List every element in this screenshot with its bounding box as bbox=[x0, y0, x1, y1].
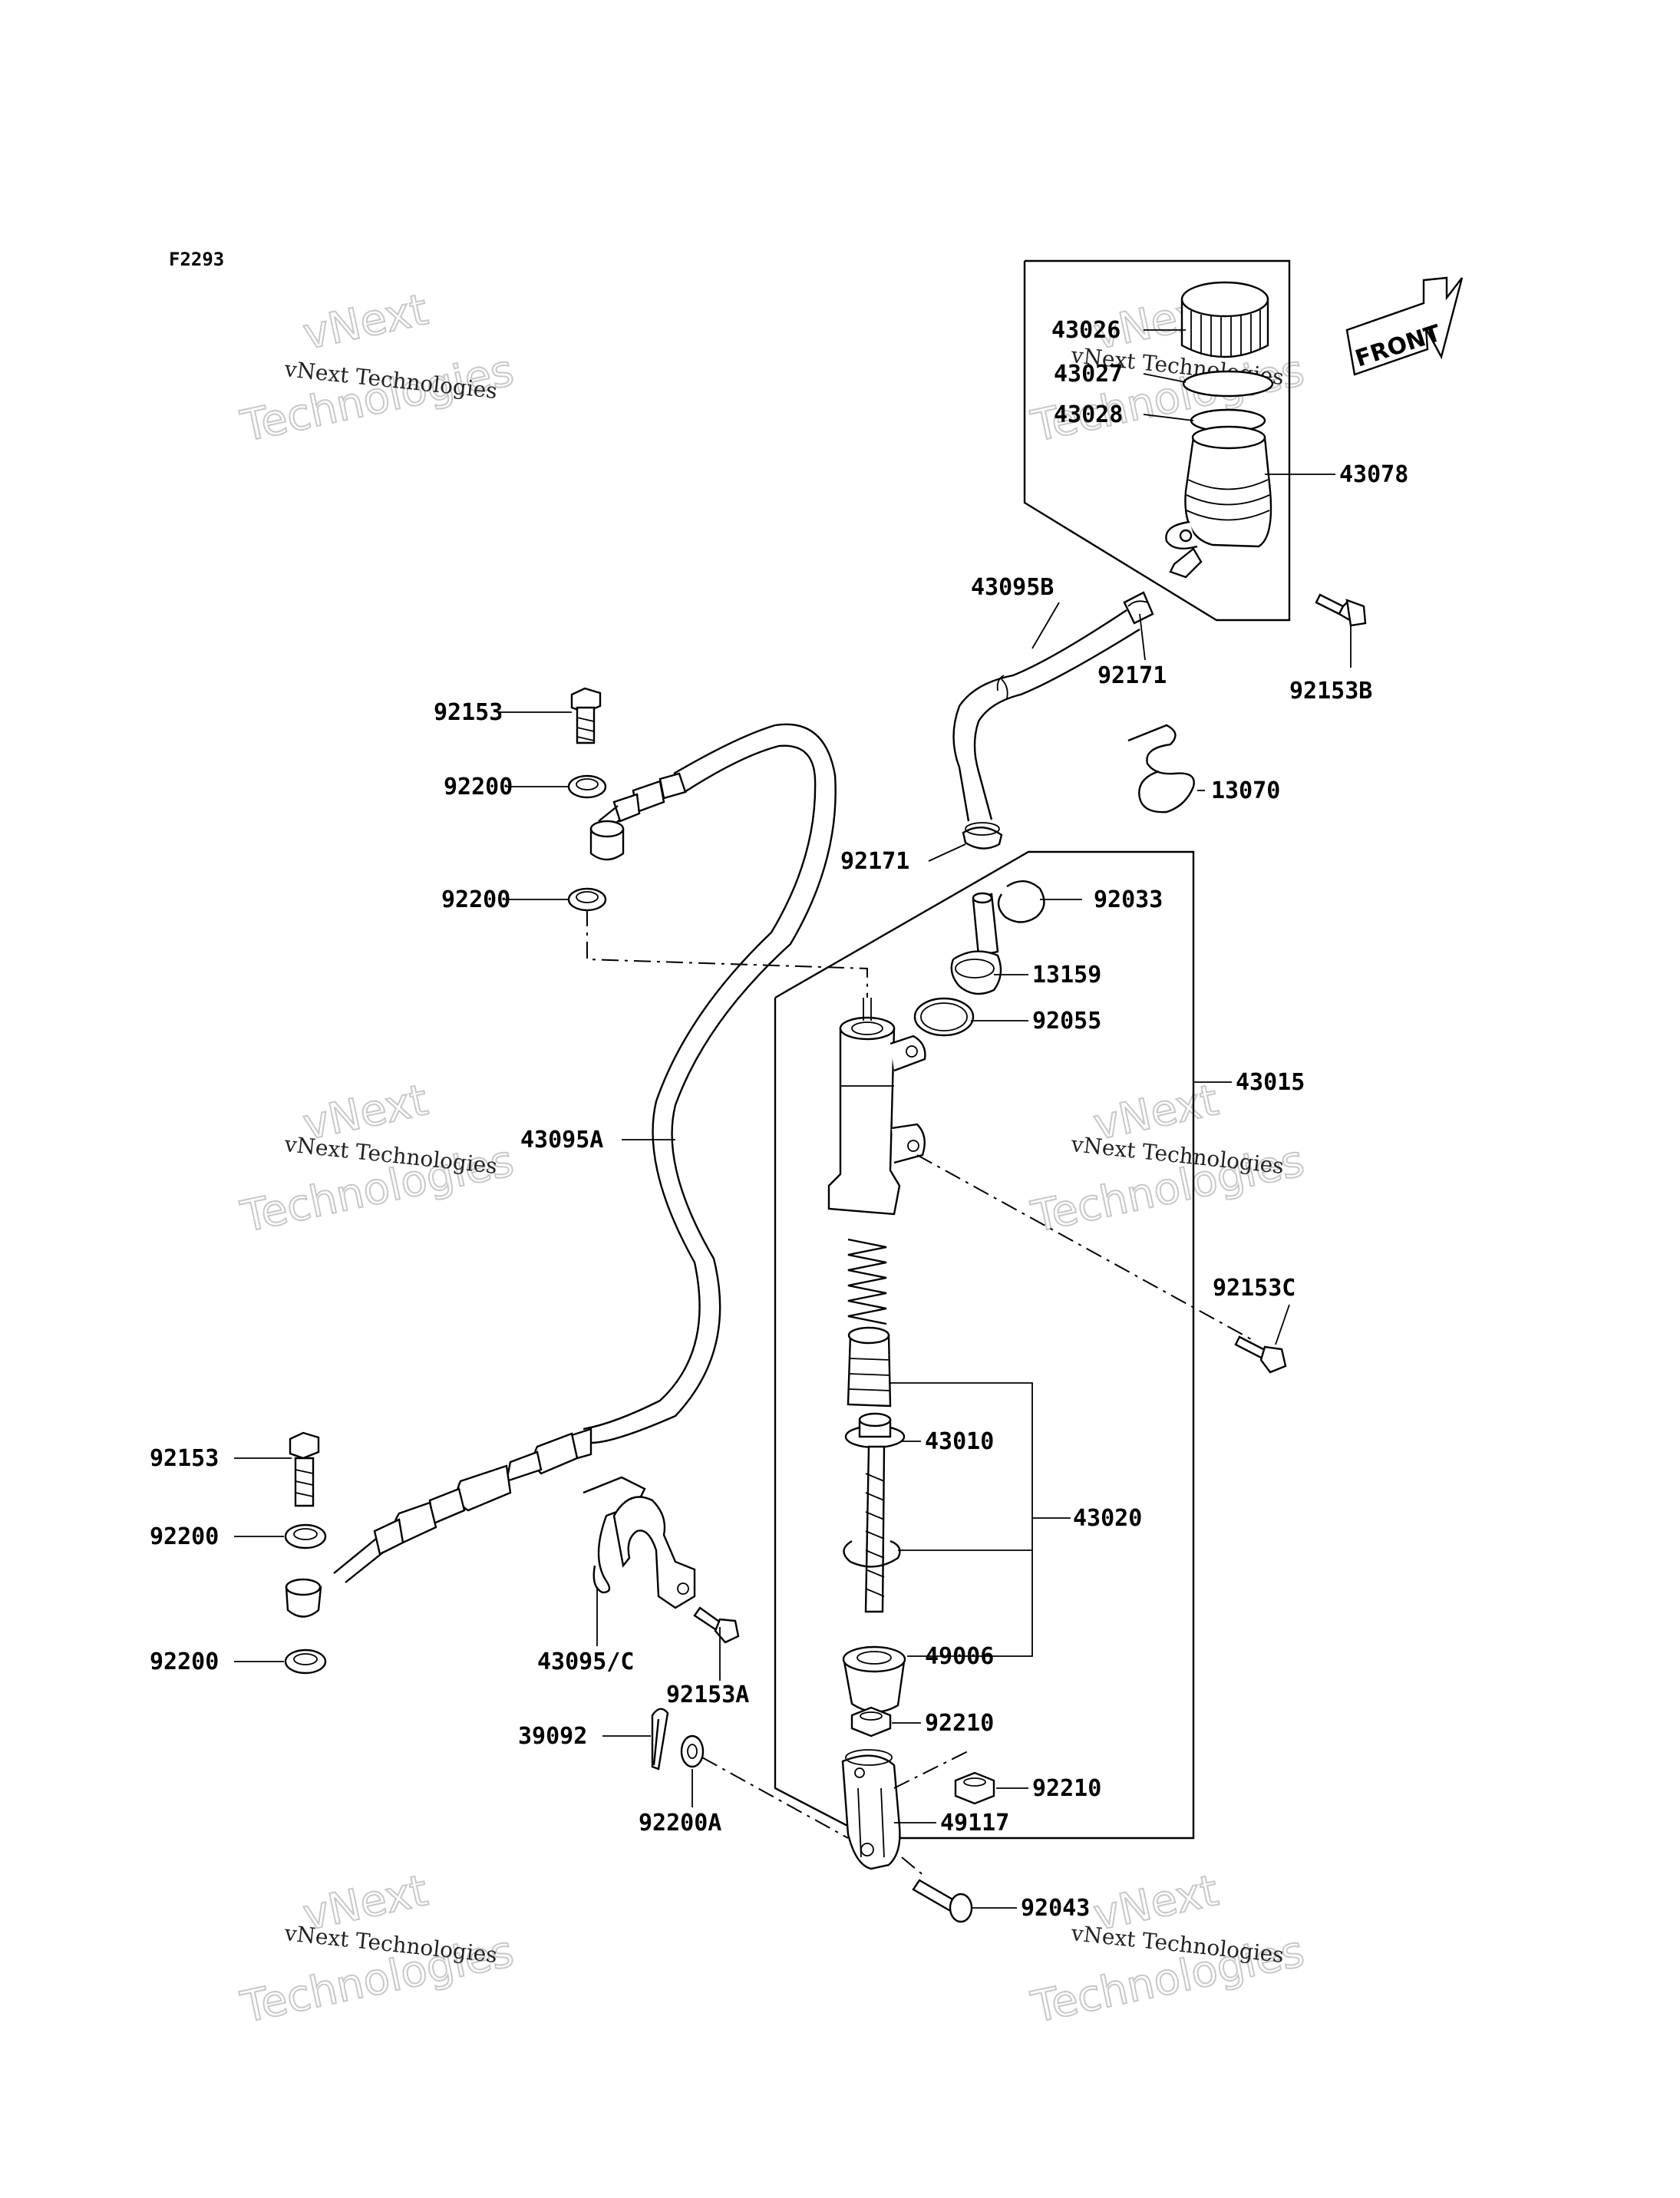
watermark-big-line1: vNext bbox=[299, 285, 432, 360]
hose-clamp-upper-icon bbox=[1123, 591, 1154, 625]
brake-hose-43095A-icon bbox=[285, 723, 837, 1618]
reservoir-assembly-outline bbox=[1023, 259, 1291, 622]
dust-boot-49006-icon bbox=[842, 1645, 906, 1713]
clip-13070-icon bbox=[1127, 724, 1195, 814]
part-label-43095A: 43095A bbox=[520, 1127, 603, 1153]
part-label-43078: 43078 bbox=[1339, 461, 1408, 488]
part-label-43028: 43028 bbox=[1054, 401, 1123, 428]
part-label-39092: 39092 bbox=[518, 1723, 587, 1750]
clevis-49117-icon bbox=[841, 1749, 901, 1870]
watermark-mid-left: vNext Technologies vNext Technologies bbox=[236, 1074, 518, 1243]
hose-fitting-13159-icon bbox=[950, 892, 1002, 995]
watermark: vNext Technologies vNext Technologies vN… bbox=[236, 284, 1309, 2034]
part-label-43015: 43015 bbox=[1236, 1069, 1305, 1096]
nut-92210-outer-icon bbox=[954, 1771, 995, 1805]
reservoir-body-icon bbox=[1165, 425, 1272, 579]
washer-lower-2-icon bbox=[284, 1648, 327, 1675]
part-label-49117: 49117 bbox=[940, 1810, 1009, 1837]
diaphragm-plate-icon bbox=[1182, 370, 1274, 398]
cotter-pin-39092-icon bbox=[651, 1708, 669, 1771]
part-label-92153A: 92153A bbox=[666, 1682, 749, 1708]
part-label-43095B: 43095B bbox=[971, 574, 1054, 601]
part-label-92033: 92033 bbox=[1094, 886, 1163, 913]
part-label-92171-lower: 92171 bbox=[840, 848, 909, 875]
part-label-43020: 43020 bbox=[1073, 1505, 1142, 1532]
o-ring-92055-icon bbox=[913, 997, 975, 1037]
nut-92210-inner-icon bbox=[850, 1706, 892, 1738]
washer-92200A-icon bbox=[680, 1734, 705, 1768]
alignment-line-hose bbox=[586, 909, 868, 998]
part-label-49006: 49006 bbox=[925, 1643, 994, 1670]
part-label-92200-lower-2: 92200 bbox=[150, 1648, 219, 1675]
reservoir-cap-icon bbox=[1180, 281, 1269, 358]
piston-icon bbox=[847, 1326, 892, 1408]
part-label-43095C: 43095/C bbox=[537, 1648, 634, 1675]
part-label-92153C: 92153C bbox=[1213, 1275, 1295, 1302]
part-label-13159: 13159 bbox=[1032, 962, 1101, 988]
part-label-92210-outer: 92210 bbox=[1032, 1775, 1101, 1802]
circlip-92033-icon bbox=[997, 880, 1045, 923]
pin-92043-icon bbox=[912, 1879, 973, 1923]
part-label-92200-upper-1: 92200 bbox=[444, 774, 513, 800]
washer-lower-1-icon bbox=[284, 1523, 327, 1549]
part-label-92153-lower: 92153 bbox=[150, 1445, 219, 1472]
bolt-92153C-icon bbox=[1234, 1335, 1287, 1374]
banjo-bolt-lower-icon bbox=[289, 1431, 320, 1507]
part-label-92043: 92043 bbox=[1021, 1895, 1090, 1922]
part-label-43026: 43026 bbox=[1051, 317, 1121, 344]
master-cylinder-assembly-outline bbox=[774, 850, 1195, 1840]
front-arrow-icon: FRONT bbox=[1345, 276, 1464, 376]
part-label-92200A: 92200A bbox=[639, 1810, 721, 1837]
spring-icon bbox=[847, 1238, 887, 1325]
master-cylinder-body-icon bbox=[827, 998, 926, 1216]
watermark-top-left: vNext Technologies vNext Technologies bbox=[236, 284, 518, 453]
reservoir-hose-43095B-icon bbox=[952, 609, 1140, 822]
pushrod-43010-icon bbox=[844, 1412, 906, 1613]
part-label-92153-upper: 92153 bbox=[434, 699, 503, 726]
alignment-line-clevis bbox=[901, 1856, 926, 1877]
part-label-92200-lower-1: 92200 bbox=[150, 1523, 219, 1550]
part-label-92210-inner: 92210 bbox=[925, 1710, 994, 1737]
alignment-line-pin bbox=[701, 1757, 849, 1839]
hose-clamp-lower-icon bbox=[962, 822, 1003, 850]
part-labels: 43026 43027 43028 43078 43095B 92171 921… bbox=[150, 317, 1408, 1922]
watermark-mid-right: vNext Technologies vNext Technologies bbox=[1026, 1074, 1309, 1243]
part-label-92200-upper-2: 92200 bbox=[441, 886, 510, 913]
bolt-92153A-icon bbox=[693, 1606, 740, 1644]
leader-lines bbox=[234, 329, 1352, 1909]
part-label-92055: 92055 bbox=[1032, 1008, 1101, 1035]
washer-upper-1-icon bbox=[567, 774, 607, 799]
alignment-line-nut bbox=[893, 1749, 972, 1789]
banjo-bolt-upper-icon bbox=[570, 687, 602, 744]
part-label-92171-upper: 92171 bbox=[1097, 662, 1167, 689]
watermark-bottom-left: vNext Technologies vNext Technologies bbox=[236, 1865, 518, 2034]
bolt-92153B-icon bbox=[1315, 593, 1367, 627]
part-label-13070: 13070 bbox=[1211, 777, 1280, 804]
figure-code: F2293 bbox=[169, 249, 224, 270]
part-label-43027: 43027 bbox=[1054, 361, 1123, 388]
hose-clamp-43095C-icon bbox=[583, 1476, 696, 1609]
washer-upper-2-icon bbox=[567, 887, 607, 912]
watermark-bottom-right: vNext Technologies vNext Technologies bbox=[1026, 1865, 1309, 2034]
part-label-92153B: 92153B bbox=[1289, 678, 1372, 705]
part-label-43010: 43010 bbox=[925, 1428, 994, 1455]
rod-circlip-icon bbox=[843, 1540, 901, 1568]
